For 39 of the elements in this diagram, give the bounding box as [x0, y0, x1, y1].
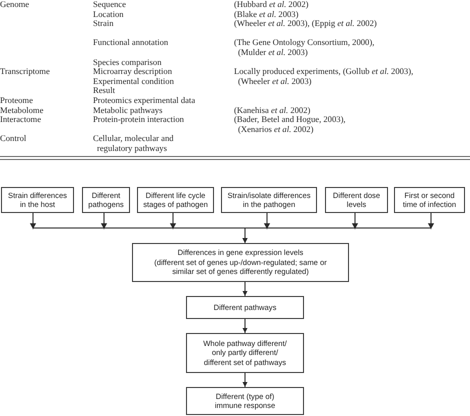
process-box	[1, 187, 74, 213]
data-type-label: Proteomics experimental data	[93, 96, 196, 106]
data-type-label: Functional annotation	[93, 38, 168, 48]
omics-level-label: Genome	[0, 0, 30, 10]
omics-level-label: Proteome	[0, 96, 33, 106]
connector-arrow	[242, 282, 248, 296]
reference-text: (Kanehisa et al. 2002)	[234, 106, 310, 116]
data-type-label: Protein-protein interaction	[93, 115, 184, 125]
process-box	[186, 387, 304, 415]
data-type-label: Metabolic pathways	[93, 106, 162, 116]
data-type-label: Result	[93, 86, 115, 96]
process-box	[325, 187, 388, 213]
reference-text: (Blake et al. 2003)	[234, 10, 298, 20]
data-type-label: Strain	[93, 19, 114, 29]
reference-text: (The Gene Ontology Consortium, 2000), (Mulder et al. 2003)	[234, 38, 376, 58]
data-type-label: Species comparison	[93, 58, 162, 68]
reference-text: Locally produced experiments, (Gollub et al. 2003), (Wheeler et al. 2003)	[234, 67, 414, 86]
process-box	[186, 296, 304, 319]
connector-arrow	[242, 372, 248, 388]
reference-text: (Wheeler et al. 2003), (Eppig et al. 2002)	[234, 19, 377, 29]
reference-text: (Bader, Betel and Hogue, 2003), (Xenarios et al. 2002)	[234, 115, 347, 134]
omics-level-label: Interactome	[0, 115, 42, 125]
omics-level-label: Control	[0, 134, 26, 144]
process-box	[221, 187, 317, 213]
process-box	[137, 187, 214, 213]
process-box	[132, 243, 349, 282]
data-type-label: Experimental condition	[93, 76, 174, 86]
connector-arrow	[242, 212, 434, 244]
reference-text: (Hubbard et al. 2002)	[234, 0, 308, 10]
data-type-label: Sequence	[93, 0, 126, 10]
data-type-label: Cellular, molecular and regulatory pathways	[93, 134, 175, 154]
process-box	[394, 187, 465, 213]
omics-level-label: Transcriptome	[0, 67, 50, 77]
process-box	[186, 333, 304, 373]
omics-level-label: Metabolome	[0, 106, 44, 116]
process-box	[82, 187, 130, 213]
data-type-label: Microarray description	[93, 67, 172, 77]
connector-arrow	[242, 318, 248, 334]
data-type-label: Location	[93, 10, 124, 20]
